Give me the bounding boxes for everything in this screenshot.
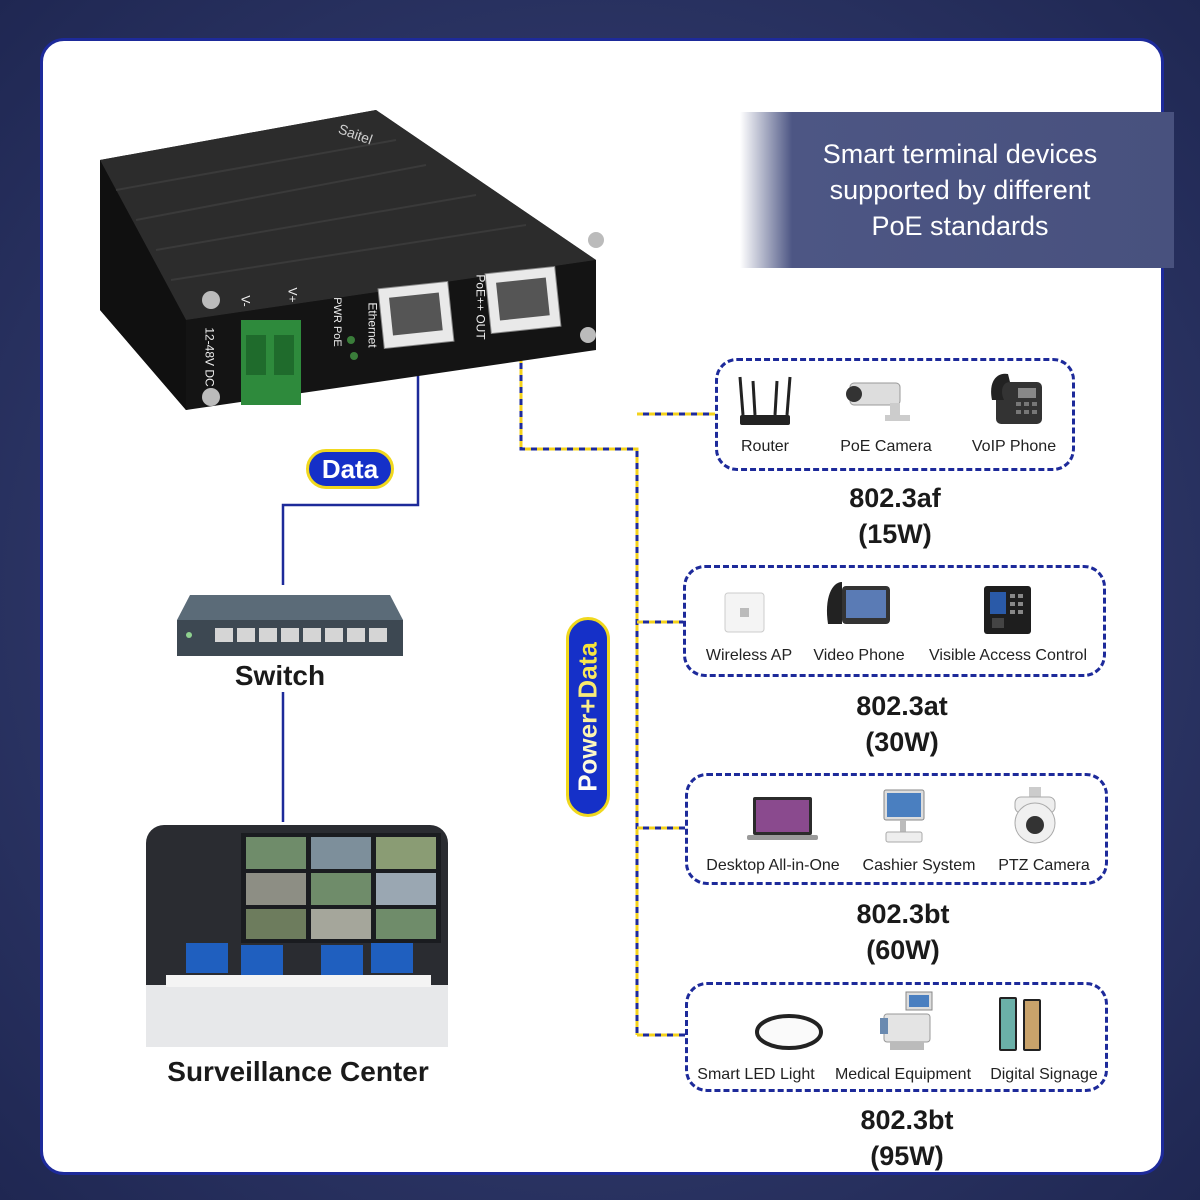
device-smart-led-light-label: Smart LED Light [697, 1066, 815, 1083]
standard-802-3af: 802.3af (15W) [795, 480, 995, 552]
injector-v-plus: V+ [285, 287, 300, 303]
surveillance-center-image [146, 825, 448, 1047]
power-data-line [519, 345, 715, 1037]
standard-power: (15W) [858, 519, 932, 549]
banner-line-2: supported by different [829, 175, 1091, 205]
device-desktop-all-in-one-label: Desktop All-in-One [706, 857, 840, 874]
router-icon [738, 376, 792, 425]
banner-title: Smart terminal devices supported by diff… [770, 136, 1150, 244]
visible-access-control-icon [984, 586, 1031, 634]
digital-signage-icon [999, 997, 1041, 1051]
banner-line-1: Smart terminal devices [822, 139, 1098, 169]
wireless-ap-icon [724, 592, 765, 633]
data-label: Data [306, 449, 394, 489]
device-poe-camera-label: PoE Camera [840, 438, 932, 455]
standard-name: 802.3at [856, 691, 948, 721]
smart-led-light-icon [755, 1014, 823, 1050]
video-phone-icon [826, 582, 890, 624]
cashier-system-icon [883, 789, 925, 843]
device-medical-equipment-label: Medical Equipment [834, 1066, 972, 1083]
title-banner [740, 112, 1174, 268]
voip-phone-icon [991, 373, 1042, 424]
medical-equipment-icon [880, 991, 933, 1050]
device-voip-phone-label: VoIP Phone [971, 438, 1057, 455]
injector-dc-label: 12-48V DC [202, 327, 217, 387]
device-wireless-ap-label: Wireless AP [705, 647, 793, 664]
standard-power: (95W) [870, 1141, 944, 1171]
device-cashier-system-label: Cashier System [862, 857, 976, 874]
standard-name: 802.3bt [856, 899, 950, 929]
ptz-camera-icon [1014, 787, 1056, 844]
standard-802-3bt-60w: 802.3bt (60W) [803, 896, 1003, 968]
power-data-label: Power+Data [566, 617, 610, 817]
standard-802-3at: 802.3at (30W) [802, 688, 1002, 760]
device-digital-signage-label: Digital Signage [990, 1066, 1098, 1083]
device-visible-access-control-label: Visible Access Control [929, 647, 1087, 664]
standard-802-3bt-95w: 802.3bt (95W) [807, 1102, 1007, 1174]
poe-camera-icon [846, 382, 910, 421]
switch-label: Switch [234, 660, 326, 691]
data-line-top [281, 360, 420, 585]
injector-v-minus: V- [238, 295, 253, 307]
standard-power: (30W) [865, 727, 939, 757]
power-data-text: Power+Data [572, 642, 603, 792]
device-ptz-camera-label: PTZ Camera [998, 857, 1090, 874]
device-router-label: Router [740, 438, 790, 455]
injector-poe-out-label: PoE++ OUT [473, 274, 488, 340]
desktop-all-in-one-icon [747, 797, 818, 840]
switch-icon [177, 595, 403, 656]
standard-name: 802.3af [849, 483, 941, 513]
device-video-phone-label: Video Phone [813, 647, 905, 664]
standard-power: (60W) [866, 935, 940, 965]
surveillance-label: Surveillance Center [167, 1056, 429, 1087]
poe-injector-icon [100, 110, 604, 410]
banner-line-3: PoE standards [871, 211, 1049, 241]
standard-name: 802.3bt [860, 1105, 954, 1135]
injector-pwr-poe: PWR PoE [330, 297, 343, 347]
injector-ethernet-label: Ethernet [365, 302, 380, 348]
